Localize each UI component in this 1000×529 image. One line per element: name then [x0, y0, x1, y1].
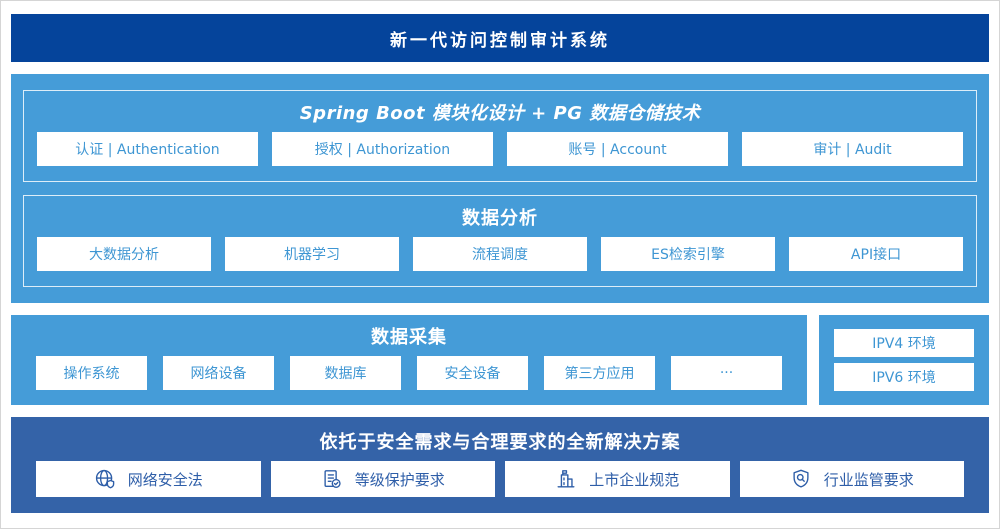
module-box-authentication: 认证 | Authentication — [37, 132, 258, 166]
building-flag-icon — [555, 468, 577, 490]
module-box-audit: 审计 | Audit — [742, 132, 963, 166]
page-title-banner: 新一代访问控制审计系统 — [11, 14, 989, 62]
solution-box-label: 上市企业规范 — [589, 470, 680, 489]
analysis-section: 数据分析 大数据分析 机器学习 流程调度 ES检索引擎 API接口 — [23, 195, 977, 287]
platform-analysis-panel: Spring Boot 模块化设计 + PG 数据仓储技术 认证 | Authe… — [11, 74, 989, 303]
page-title: 新一代访问控制审计系统 — [390, 30, 610, 51]
module-box-thirdparty: 第三方应用 — [544, 356, 655, 390]
solution-box-cybersecurity-law: 网络安全法 — [36, 461, 261, 497]
platform-module-row: 认证 | Authentication 授权 | Authorization 账… — [37, 132, 963, 166]
solution-box-listed-company: 上市企业规范 — [505, 461, 730, 497]
shield-search-icon — [790, 468, 812, 490]
module-box-os: 操作系统 — [36, 356, 147, 390]
env-box-ipv6: IPV6 环境 — [834, 363, 974, 391]
module-box-network-device: 网络设备 — [163, 356, 274, 390]
solution-box-label: 等级保护要求 — [354, 470, 445, 489]
solution-section: 依托于安全需求与合理要求的全新解决方案 网络安全法 — [11, 417, 989, 513]
env-box-ipv4: IPV4 环境 — [834, 329, 974, 357]
analysis-module-row: 大数据分析 机器学习 流程调度 ES检索引擎 API接口 — [37, 237, 963, 271]
collection-section: 数据采集 操作系统 网络设备 数据库 安全设备 第三方应用 ··· — [11, 315, 807, 405]
module-box-security-device: 安全设备 — [417, 356, 528, 390]
collection-title: 数据采集 — [371, 327, 447, 348]
module-box-authorization: 授权 | Authorization — [272, 132, 493, 166]
solution-box-industry-regulation: 行业监管要求 — [739, 461, 964, 497]
solution-box-protection-level: 等级保护要求 — [270, 461, 495, 497]
analysis-title: 数据分析 — [462, 208, 538, 229]
solution-box-label: 行业监管要求 — [823, 470, 914, 489]
document-check-icon — [321, 468, 343, 490]
module-box-ml: 机器学习 — [225, 237, 399, 271]
module-box-database: 数据库 — [290, 356, 401, 390]
globe-shield-icon — [94, 468, 116, 490]
module-box-workflow: 流程调度 — [413, 237, 587, 271]
module-box-more: ··· — [671, 356, 782, 390]
solution-box-label: 网络安全法 — [127, 470, 203, 489]
module-box-bigdata: 大数据分析 — [37, 237, 211, 271]
collection-environment-row: 数据采集 操作系统 网络设备 数据库 安全设备 第三方应用 ··· IPV4 环… — [11, 315, 989, 405]
solution-box-row: 网络安全法 等级保护要求 — [36, 461, 964, 497]
solution-title: 依托于安全需求与合理要求的全新解决方案 — [319, 432, 681, 453]
platform-title: Spring Boot 模块化设计 + PG 数据仓储技术 — [299, 103, 701, 124]
environment-section: IPV4 环境 IPV6 环境 — [819, 315, 989, 405]
platform-section: Spring Boot 模块化设计 + PG 数据仓储技术 认证 | Authe… — [23, 90, 977, 182]
module-box-es: ES检索引擎 — [601, 237, 775, 271]
collection-module-row: 操作系统 网络设备 数据库 安全设备 第三方应用 ··· — [36, 356, 782, 390]
module-box-api: API接口 — [789, 237, 963, 271]
module-box-account: 账号 | Account — [507, 132, 728, 166]
